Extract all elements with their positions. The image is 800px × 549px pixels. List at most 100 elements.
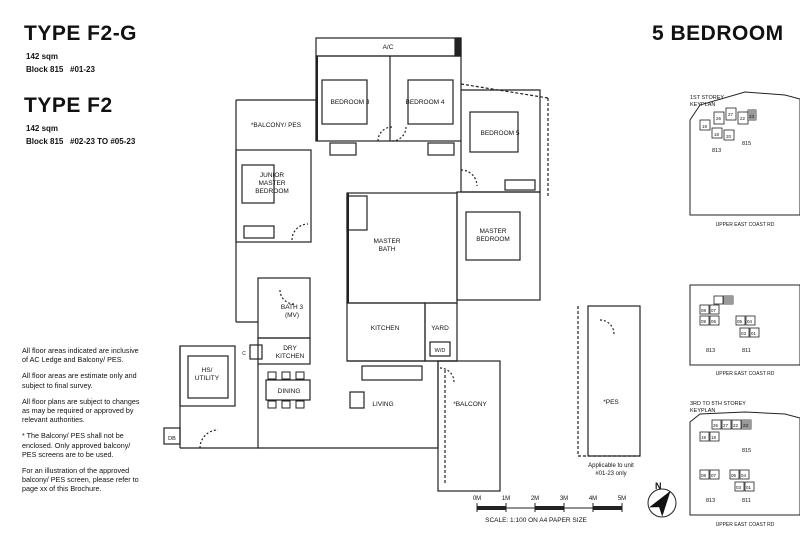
scale-bar: 0M 1M 2M 3M 4M 5M SCALE: 1:100 ON A4 PAP…: [473, 496, 626, 524]
type-f2-area: 142 sqm: [26, 124, 59, 133]
keyplan-3rd-5th-storey: 3RD TO 5TH STOREY KEYPLAN 26 27 22 23 19…: [689, 401, 800, 528]
kp3-unit-4: 22: [733, 423, 739, 428]
kitchen-label: KITCHEN: [371, 325, 400, 332]
kp3-road: UPPER EAST COAST RD: [716, 522, 775, 528]
kp2-unit-5: 04: [747, 319, 753, 324]
master-bed: [465, 211, 521, 261]
kp3-unit-10: 08: [701, 473, 707, 478]
kp2-road: UPPER EAST COAST RD: [716, 371, 775, 377]
bedroom-3-label: BEDROOM 3: [330, 99, 369, 106]
kp3-block-813: 813: [706, 498, 715, 504]
keyplan-3-title-2: KEYPLAN: [690, 408, 715, 414]
kp3-block-811: 811: [742, 498, 751, 504]
north-arrow-icon: N: [647, 481, 677, 518]
db-label: DB: [168, 436, 176, 442]
wardrobe-4: [427, 142, 455, 156]
kp3-unit-11: 07: [711, 473, 717, 478]
master-bath-room: [346, 192, 458, 304]
kp2-block-811: 811: [742, 348, 751, 354]
kitchen-room: [346, 302, 426, 362]
kp2-unit-4: 05: [737, 319, 743, 324]
kp2-unit-8: 01: [751, 331, 757, 336]
yard-label: YARD: [431, 325, 449, 332]
master-bedroom-label-2: BEDROOM: [476, 236, 510, 243]
kp1-unit-7: 18: [714, 132, 720, 137]
kp1-unit-3: 22: [740, 116, 746, 121]
kp3-unit-1: 27: [723, 423, 729, 428]
junior-master-label-2: MASTER: [258, 180, 285, 187]
type-f2g-title: TYPE F2-G: [24, 22, 138, 45]
scale-caption: SCALE: 1:100 ON A4 PAPER SIZE: [485, 517, 587, 524]
note-3: All floor plans are subject to changes a…: [22, 396, 140, 425]
master-bedroom-room: [456, 191, 541, 301]
dining-label: DINING: [278, 388, 301, 395]
balcony-label: *BALCONY: [453, 401, 487, 408]
kp3-unit-5: 23: [743, 423, 749, 428]
kp1-unit-8: 20: [726, 134, 732, 139]
bedroom-5-room: [460, 89, 541, 193]
type-f2g-block: Block 815 #01-23: [26, 65, 95, 74]
bedroom-count-title: 5 BEDROOM: [652, 22, 784, 45]
bed-4: [407, 79, 454, 125]
bath-3-label-1: BATH 3: [281, 304, 304, 311]
bath-3-label-2: (MV): [285, 312, 299, 319]
wd-label: W/D: [435, 348, 446, 354]
note-2: All floor areas are estimate only and su…: [22, 371, 137, 390]
dining-table: [265, 379, 311, 401]
kp1-unit-0: 26: [716, 116, 722, 121]
balcony-pes-top-label: *BALCONY/ PES: [251, 122, 302, 129]
note-5: For an illustration of the approved balc…: [22, 466, 139, 494]
applicable-note-1: Applicable to unit: [588, 463, 634, 469]
dry-kitchen-label-1: DRY: [283, 345, 297, 352]
scale-tick-3: 3M: [560, 496, 568, 502]
kp3-unit-0: 26: [713, 423, 719, 428]
junior-bed: [241, 164, 275, 204]
applicable-note-2: #01-23 only: [595, 471, 626, 477]
scale-tick-1: 1M: [502, 496, 510, 502]
kp2-unit-2: 09: [701, 319, 707, 324]
bedroom-4-label: BEDROOM 4: [405, 99, 444, 106]
keyplan-3-title-1: 3RD TO 5TH STOREY: [690, 401, 746, 407]
keyplan-2nd-storey: 08 07 09 06 05 04 03 01 813 811 UPPER EA…: [689, 284, 800, 377]
keyplan-1-title-1: 1ST STOREY: [690, 95, 724, 101]
dry-kitchen-label-2: KITCHEN: [276, 353, 305, 360]
kp3-unit-6: 19: [701, 435, 707, 440]
pes-label: *PES: [603, 399, 619, 406]
type-f2g-area: 142 sqm: [26, 52, 59, 61]
scale-tick-2: 2M: [531, 496, 539, 502]
note-1: All floor areas indicated are inclusive …: [22, 346, 139, 365]
kp1-road: UPPER EAST COAST RD: [716, 222, 775, 228]
type-f2-title: TYPE F2: [24, 94, 113, 117]
master-bath-label-2: BATH: [379, 246, 396, 253]
kp2-unit-6: 03: [741, 331, 747, 336]
bedroom-5-label: BEDROOM 5: [480, 130, 519, 137]
bed-5: [469, 111, 519, 153]
balcony-room: [437, 360, 501, 492]
scale-tick-0: 0M: [473, 496, 481, 502]
kp1-unit-6: 19: [702, 124, 708, 129]
kp3-unit-14: 03: [736, 485, 742, 490]
kp3-unit-15: 01: [746, 485, 752, 490]
dry-kitchen-room: [257, 337, 311, 365]
kp3-unit-12: 05: [731, 473, 737, 478]
kp1-unit-1: 27: [728, 112, 734, 117]
scale-tick-4: 4M: [589, 496, 597, 502]
kp2-unit-0: 08: [701, 308, 707, 313]
hs-utility-label-2: UTILITY: [195, 375, 220, 382]
kp2-unit-3: 06: [711, 319, 717, 324]
balcony-pes-top: [236, 99, 317, 141]
keyplan-1-title-2: KEYPLAN: [690, 102, 715, 108]
coffee-table: [349, 391, 365, 409]
junior-master-label-3: BEDROOM: [255, 188, 289, 195]
wardrobe-5: [504, 179, 536, 191]
pes-room: [587, 305, 641, 457]
ac-label: A/C: [383, 44, 394, 51]
north-label: N: [655, 481, 662, 491]
wardrobe-3: [329, 142, 357, 156]
wardrobe-junior: [243, 225, 275, 239]
kp2-unit-1: 07: [711, 308, 717, 313]
sofa: [361, 365, 423, 381]
keyplan-1st-storey: 1ST STOREY KEYPLAN 26 27 22 23 19 18 20 …: [689, 91, 800, 228]
kp3-unit-7: 18: [711, 435, 717, 440]
